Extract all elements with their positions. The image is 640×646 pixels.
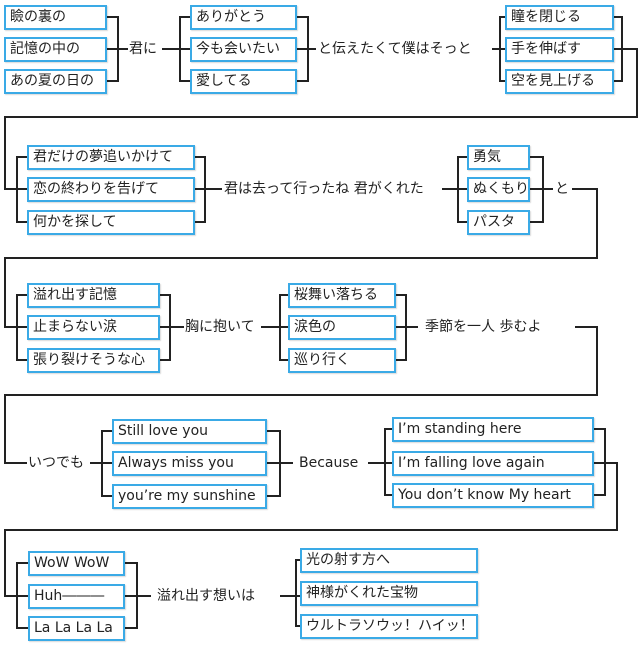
connector-label: 君に — [129, 41, 157, 57]
connector-label: 胸に抱いて — [185, 319, 255, 335]
lyric-box: パスタ — [467, 210, 530, 235]
lyric-box: 何かを探して — [27, 210, 195, 235]
connector-label: いつでも — [28, 455, 84, 471]
lyric-box: 瞳を閉じる — [505, 5, 614, 30]
connector-label: 君は去って行ったね 君がくれた — [224, 181, 424, 197]
lyric-box: Always miss you — [112, 451, 267, 476]
connector-label: と伝えたくて僕はそっと — [318, 41, 472, 57]
lyric-box: ウルトラソウッ！ハイッ！ — [300, 614, 478, 639]
lyric-box: 恋の終わりを告げて — [27, 177, 195, 202]
lyric-box: 記憶の中の — [4, 37, 107, 62]
lyric-box: 止まらない涙 — [27, 315, 160, 340]
lyric-box: 神様がくれた宝物 — [300, 581, 478, 606]
lyric-box: 愛してる — [190, 69, 297, 94]
lyric-box: 桜舞い落ちる — [288, 283, 396, 308]
connector-label: 溢れ出す想いは — [157, 588, 255, 604]
lyric-box: I’m falling love again — [392, 451, 594, 476]
connector-label: と — [555, 181, 569, 197]
lyric-box: you’re my sunshine — [112, 484, 267, 509]
lyric-box: 光の射す方へ — [300, 548, 478, 573]
lyric-box: ありがとう — [190, 5, 297, 30]
lyric-box: 張り裂けそうな心 — [27, 348, 160, 373]
connector-label: 季節を一人 歩むよ — [425, 319, 542, 335]
connector-label: Because — [299, 455, 359, 471]
lyric-box: 溢れ出す記憶 — [27, 283, 160, 308]
lyric-box: 勇気 — [467, 145, 530, 170]
lyric-box: WoW WoW — [28, 551, 125, 576]
lyric-box: I’m standing here — [392, 417, 594, 442]
lyric-box: 手を伸ばす — [505, 37, 614, 62]
lyric-box: 君だけの夢追いかけて — [27, 145, 195, 170]
lyric-box: 今も会いたい — [190, 37, 297, 62]
lyric-box: La La La La — [28, 616, 125, 641]
lyric-box: あの夏の日の — [4, 69, 107, 94]
lyric-box: Still love you — [112, 419, 267, 444]
lyric-box: 涙色の — [288, 315, 396, 340]
lyric-box: 瞼の裏の — [4, 5, 107, 30]
lyric-box: Huh――― — [28, 584, 125, 609]
lyric-box: You don’t know My heart — [392, 483, 594, 508]
lyric-box: 巡り行く — [288, 348, 396, 373]
lyric-box: ぬくもり — [467, 177, 530, 202]
lyric-box: 空を見上げる — [505, 69, 614, 94]
